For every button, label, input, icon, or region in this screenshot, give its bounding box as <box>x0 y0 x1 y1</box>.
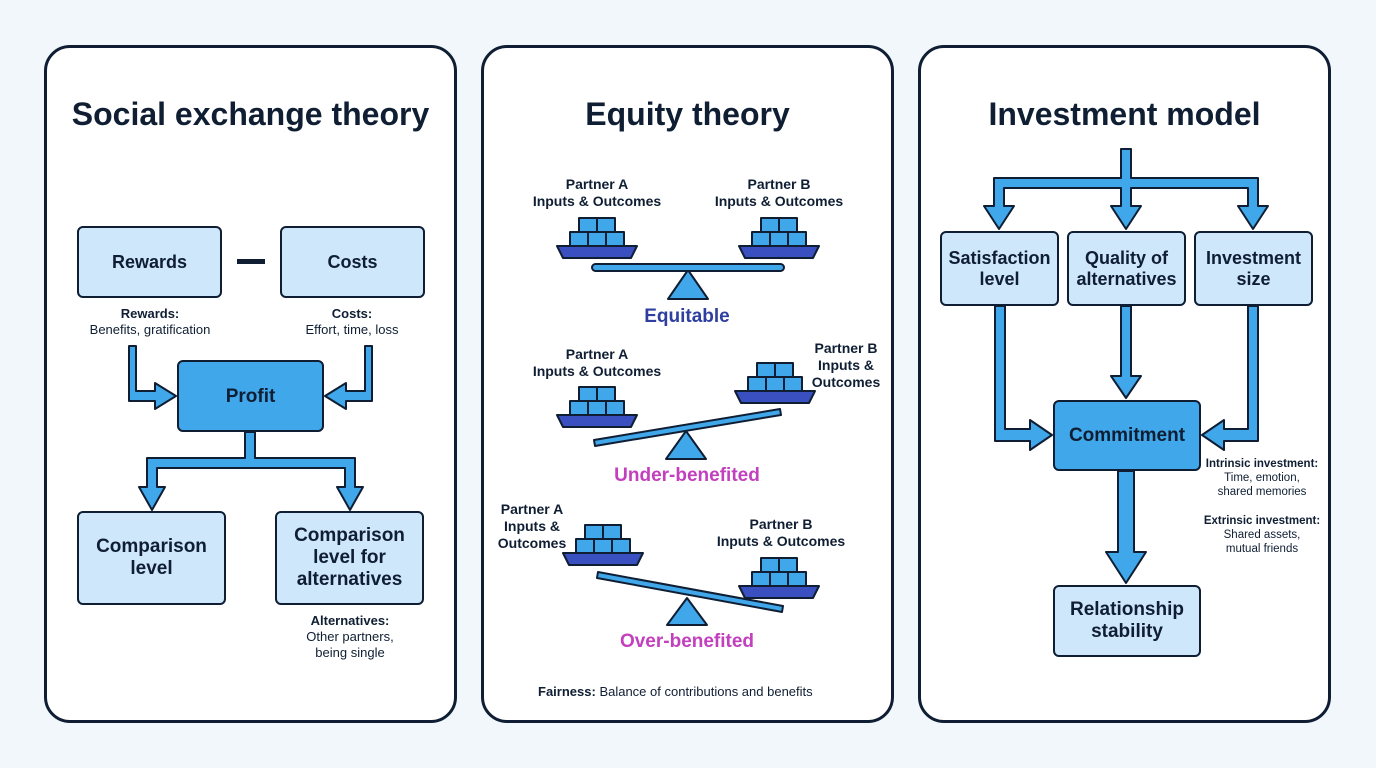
equitable-partner-a-name: Partner A <box>565 176 629 192</box>
under-benefited-partner-b-detail: Inputs & <box>818 357 874 373</box>
extrinsic-investment-note: Extrinsic investment: Shared assets, mut… <box>1200 514 1324 556</box>
alternatives-note-line1: Other partners, <box>306 629 394 644</box>
over-benefited-partner-b-detail: Inputs & Outcomes <box>716 533 846 549</box>
extrinsic-line2: mutual friends <box>1225 543 1299 555</box>
over-benefited-partner-b-label: Partner B Inputs & Outcomes <box>706 516 856 550</box>
equitable-label: Equitable <box>644 306 730 327</box>
over-benefited-partner-a-name: Partner A <box>500 501 564 517</box>
rewards-note: Rewards: Benefits, gratification <box>70 306 230 338</box>
fairness-note: Fairness: Balance of contributions and b… <box>538 684 813 699</box>
intrinsic-investment-note: Intrinsic investment: Time, emotion, sha… <box>1200 457 1324 499</box>
over-benefited-label: Over-benefited <box>619 631 755 652</box>
costs-box: Costs <box>280 226 425 298</box>
over-benefited-partner-a-detail-2: Outcomes <box>497 535 567 551</box>
extrinsic-line1: Shared assets, <box>1223 529 1301 541</box>
extrinsic-head: Extrinsic investment: <box>1203 515 1321 527</box>
over-benefited-partner-a-label: Partner A Inputs & Outcomes <box>490 501 574 552</box>
costs-note: Costs: Effort, time, loss <box>272 306 432 338</box>
quality-of-alternatives-box: Quality of alternatives <box>1067 231 1186 306</box>
social-exchange-title: Social exchange theory <box>71 96 430 132</box>
commitment-box: Commitment <box>1053 400 1201 471</box>
alternatives-note: Alternatives: Other partners, being sing… <box>270 613 430 661</box>
alternatives-note-head: Alternatives: <box>310 613 390 628</box>
under-benefited-label: Under-benefited <box>614 465 760 486</box>
under-benefited-partner-a-label: Partner A Inputs & Outcomes <box>522 346 672 380</box>
over-benefited-partner-a-detail: Inputs & <box>504 518 560 534</box>
under-benefited-partner-b-name: Partner B <box>814 340 878 356</box>
equitable-partner-a-label: Partner A Inputs & Outcomes <box>522 176 672 210</box>
rewards-note-body: Benefits, gratification <box>89 322 211 337</box>
equitable-partner-a-detail: Inputs & Outcomes <box>532 193 662 209</box>
under-benefited-partner-a-detail: Inputs & Outcomes <box>532 363 662 379</box>
equity-title: Equity theory <box>585 96 790 132</box>
under-benefited-partner-b-detail-2: Outcomes <box>811 374 881 390</box>
rewards-box: Rewards <box>77 226 222 298</box>
rewards-note-head: Rewards: <box>120 306 180 321</box>
equitable-partner-b-label: Partner B Inputs & Outcomes <box>704 176 854 210</box>
intrinsic-line1: Time, emotion, <box>1224 472 1300 484</box>
over-benefited-partner-b-name: Partner B <box>749 516 813 532</box>
equitable-partner-b-detail: Inputs & Outcomes <box>714 193 844 209</box>
alternatives-note-line2: being single <box>315 645 385 660</box>
relationship-stability-box: Relationship stability <box>1053 585 1201 657</box>
intrinsic-head: Intrinsic investment: <box>1205 458 1319 470</box>
investment-size-box: Investment size <box>1194 231 1313 306</box>
under-benefited-partner-a-name: Partner A <box>565 346 629 362</box>
equitable-partner-b-name: Partner B <box>747 176 811 192</box>
comparison-level-alternatives-box: Comparison level for alternatives <box>275 511 424 605</box>
comparison-level-box: Comparison level <box>77 511 226 605</box>
satisfaction-level-box: Satisfaction level <box>940 231 1059 306</box>
fairness-body: Balance of contributions and benefits <box>599 684 813 699</box>
profit-box: Profit <box>177 360 324 432</box>
intrinsic-line2: shared memories <box>1217 486 1307 498</box>
under-benefited-partner-b-label: Partner B Inputs & Outcomes <box>800 340 892 391</box>
investment-title: Investment model <box>988 96 1261 132</box>
fairness-head: Fairness: <box>538 684 596 699</box>
costs-note-body: Effort, time, loss <box>305 322 399 337</box>
costs-note-head: Costs: <box>331 306 373 321</box>
